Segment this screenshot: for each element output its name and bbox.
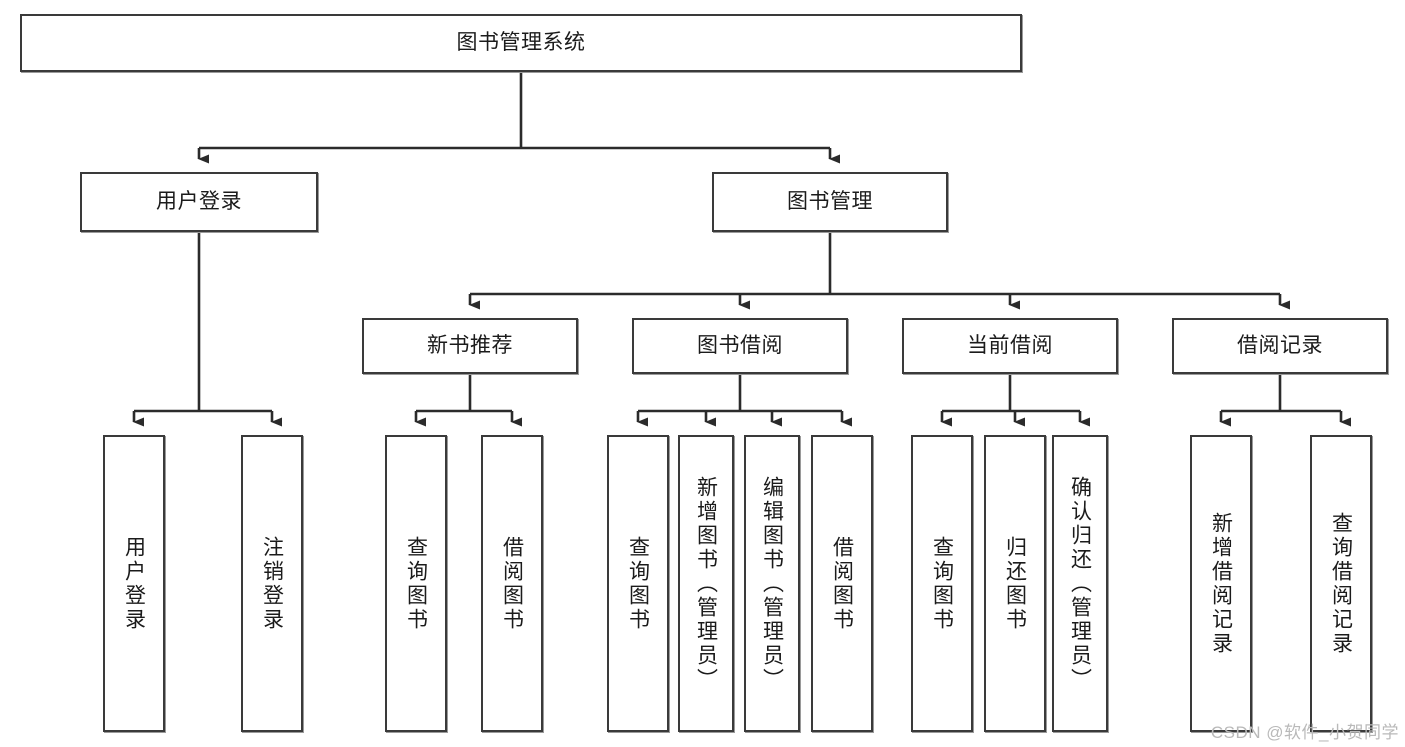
node-leaf-user-logout[interactable]: 注销登录 [241,435,303,732]
node-label: 归还图书 [1003,535,1027,632]
node-borrow-record[interactable]: 借阅记录 [1172,318,1388,374]
node-leaf-return-book[interactable]: 归还图书 [984,435,1046,732]
node-label: 查询图书 [930,535,954,632]
node-leaf-add-book[interactable]: 新增图书（管理员） [678,435,734,732]
node-label: 借阅图书 [830,535,854,632]
node-label: 图书管理系统 [456,30,586,54]
csdn-watermark: CSDN @软件_小贺同学 [1210,723,1399,742]
node-root[interactable]: 图书管理系统 [20,14,1022,72]
node-label: 新增借阅记录 [1209,511,1233,656]
node-label: 新书推荐 [427,333,513,357]
node-user-login[interactable]: 用户登录 [80,172,318,232]
node-leaf-query-book-rec[interactable]: 查询图书 [385,435,447,732]
node-leaf-borrow-book-rec[interactable]: 借阅图书 [481,435,543,732]
node-label: 注销登录 [260,535,284,632]
node-label: 用户登录 [122,535,146,632]
node-leaf-edit-book[interactable]: 编辑图书（管理员） [744,435,800,732]
node-book-borrow[interactable]: 图书借阅 [632,318,848,374]
node-label: 查询图书 [404,535,428,632]
node-book-manage[interactable]: 图书管理 [712,172,948,232]
node-leaf-add-record[interactable]: 新增借阅记录 [1190,435,1252,732]
node-label: 图书借阅 [697,333,783,357]
node-label: 编辑图书（管理员） [760,475,784,692]
node-leaf-user-login[interactable]: 用户登录 [103,435,165,732]
node-label: 查询借阅记录 [1329,511,1353,656]
node-label: 确认归还（管理员） [1068,475,1092,692]
node-new-book-rec[interactable]: 新书推荐 [362,318,578,374]
node-leaf-confirm-return[interactable]: 确认归还（管理员） [1052,435,1108,732]
node-label: 借阅记录 [1237,333,1323,357]
node-label: 图书管理 [787,189,873,213]
node-leaf-query-book-current[interactable]: 查询图书 [911,435,973,732]
node-leaf-query-book-borrow[interactable]: 查询图书 [607,435,669,732]
node-leaf-query-record[interactable]: 查询借阅记录 [1310,435,1372,732]
node-label: 查询图书 [626,535,650,632]
node-label: 新增图书（管理员） [694,475,718,692]
node-leaf-borrow-book[interactable]: 借阅图书 [811,435,873,732]
node-label: 当前借阅 [967,333,1053,357]
node-current-borrow[interactable]: 当前借阅 [902,318,1118,374]
node-label: 用户登录 [156,189,242,213]
node-label: 借阅图书 [500,535,524,632]
